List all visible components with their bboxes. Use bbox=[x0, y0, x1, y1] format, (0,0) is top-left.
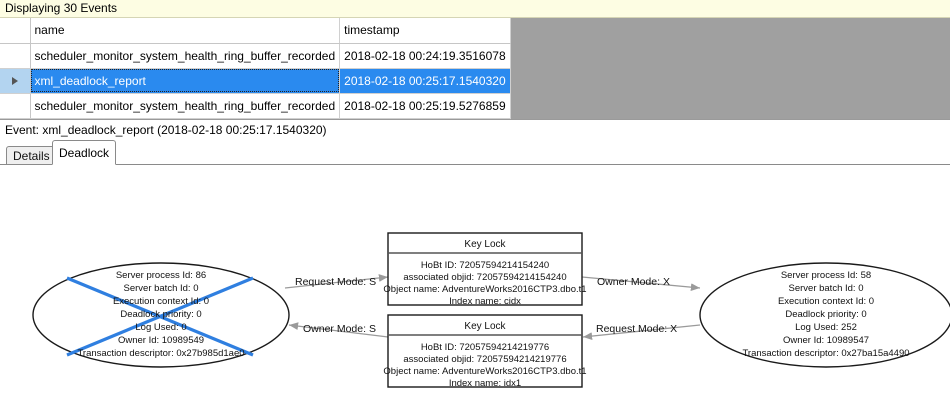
edge-label-right-request-bottom: Request Mode: X bbox=[596, 323, 677, 335]
edge-label-top-owner-right: Owner Mode: X bbox=[597, 276, 670, 288]
resource-top-line-2: associated objid: 72057594214154240 bbox=[403, 272, 566, 283]
process-left-line-6: Owner Id: 10989549 bbox=[118, 335, 204, 346]
edge-left-request-top: Request Mode: S bbox=[284, 274, 389, 289]
events-table: name timestamp scheduler_monitor_system_… bbox=[0, 18, 511, 119]
cell-name[interactable]: scheduler_monitor_system_health_ring_buf… bbox=[30, 93, 341, 119]
process-left-line-4: Deadlock priority: 0 bbox=[120, 309, 201, 320]
row-selector-arrow-icon bbox=[11, 77, 18, 86]
row-selector-cell[interactable] bbox=[0, 68, 31, 94]
process-right-line-3: Execution context Id: 0 bbox=[778, 296, 874, 307]
resource-bottom-line-4: Index name: idx1 bbox=[449, 378, 521, 389]
process-right-line-5: Log Used: 252 bbox=[795, 322, 857, 333]
status-banner: Displaying 30 Events bbox=[0, 0, 950, 18]
cell-name[interactable]: xml_deadlock_report bbox=[30, 68, 341, 94]
deadlock-graph-canvas[interactable]: Request Mode: S Owner Mode: X Owner Mode… bbox=[0, 165, 950, 400]
edge-bottom-owner-left: Owner Mode: S bbox=[288, 322, 389, 338]
cell-timestamp[interactable]: 2018-02-18 00:24:19.3516078 bbox=[339, 43, 511, 69]
row-selector-cell[interactable] bbox=[0, 43, 31, 69]
resource-top-line-4: Index name: cidx bbox=[449, 296, 521, 307]
table-row-selected[interactable]: xml_deadlock_report 2018-02-18 00:25:17.… bbox=[0, 68, 511, 94]
cell-timestamp[interactable]: 2018-02-18 00:25:19.5276859 bbox=[339, 93, 511, 119]
process-right-line-2: Server batch Id: 0 bbox=[789, 283, 864, 294]
edge-label-left-request-top: Request Mode: S bbox=[295, 276, 376, 288]
process-left-line-3: Execution context Id: 0 bbox=[113, 296, 209, 307]
column-header-name[interactable]: name bbox=[30, 18, 341, 44]
process-right-line-6: Owner Id: 10989547 bbox=[783, 335, 869, 346]
process-left-line-1: Server process Id: 86 bbox=[116, 270, 206, 281]
resource-top-line-1: HoBt ID: 72057594214154240 bbox=[421, 260, 549, 271]
resource-bottom-line-2: associated objid: 72057594214219776 bbox=[403, 354, 566, 365]
event-caption: Event: xml_deadlock_report (2018-02-18 0… bbox=[0, 121, 950, 140]
process-right-line-1: Server process Id: 58 bbox=[781, 270, 871, 281]
column-header-timestamp[interactable]: timestamp bbox=[339, 18, 511, 44]
process-left-line-5: Log Used: 0 bbox=[135, 322, 186, 333]
resource-top-title: Key Lock bbox=[464, 239, 506, 250]
resource-bottom-line-1: HoBt ID: 72057594214219776 bbox=[421, 342, 549, 353]
cell-timestamp[interactable]: 2018-02-18 00:25:17.1540320 bbox=[339, 68, 511, 94]
column-header-selector bbox=[0, 18, 31, 44]
process-node-right[interactable]: Server process Id: 58 Server batch Id: 0… bbox=[699, 262, 950, 368]
tab-details[interactable]: Details bbox=[6, 146, 57, 165]
tab-deadlock[interactable]: Deadlock bbox=[52, 140, 117, 165]
resource-top-line-3: Object name: AdventureWorks2016CTP3.dbo.… bbox=[383, 284, 586, 295]
resource-node-top[interactable]: Key Lock HoBt ID: 72057594214154240 asso… bbox=[383, 232, 587, 307]
row-selector-cell[interactable] bbox=[0, 93, 31, 119]
cell-name[interactable]: scheduler_monitor_system_health_ring_buf… bbox=[30, 43, 341, 69]
events-grid[interactable]: name timestamp scheduler_monitor_system_… bbox=[0, 18, 950, 120]
resource-bottom-title: Key Lock bbox=[464, 321, 506, 332]
table-header-row: name timestamp bbox=[0, 18, 511, 44]
edge-label-bottom-owner-left: Owner Mode: S bbox=[303, 323, 376, 335]
edge-top-owner-right: Owner Mode: X bbox=[581, 276, 701, 292]
process-right-line-7: Transaction descriptor: 0x27ba15a4490 bbox=[742, 348, 909, 359]
process-left-line-2: Server batch Id: 0 bbox=[124, 283, 199, 294]
table-row[interactable]: scheduler_monitor_system_health_ring_buf… bbox=[0, 93, 511, 119]
resource-bottom-line-3: Object name: AdventureWorks2016CTP3.dbo.… bbox=[383, 366, 586, 377]
table-row[interactable]: scheduler_monitor_system_health_ring_buf… bbox=[0, 43, 511, 69]
deadlock-victim-cross-icon bbox=[66, 276, 254, 357]
event-caption-text: Event: xml_deadlock_report (2018-02-18 0… bbox=[5, 123, 327, 137]
tab-strip: Details Deadlock bbox=[0, 140, 950, 165]
process-right-line-4: Deadlock priority: 0 bbox=[785, 309, 866, 320]
status-banner-text: Displaying 30 Events bbox=[5, 1, 118, 15]
process-left-line-7: Transaction descriptor: 0x27b985d1ae0 bbox=[77, 348, 244, 359]
edge-right-request-bottom: Request Mode: X bbox=[582, 323, 701, 340]
process-node-left[interactable]: Server process Id: 86 Server batch Id: 0… bbox=[32, 262, 290, 368]
resource-node-bottom[interactable]: Key Lock HoBt ID: 72057594214219776 asso… bbox=[383, 314, 587, 389]
